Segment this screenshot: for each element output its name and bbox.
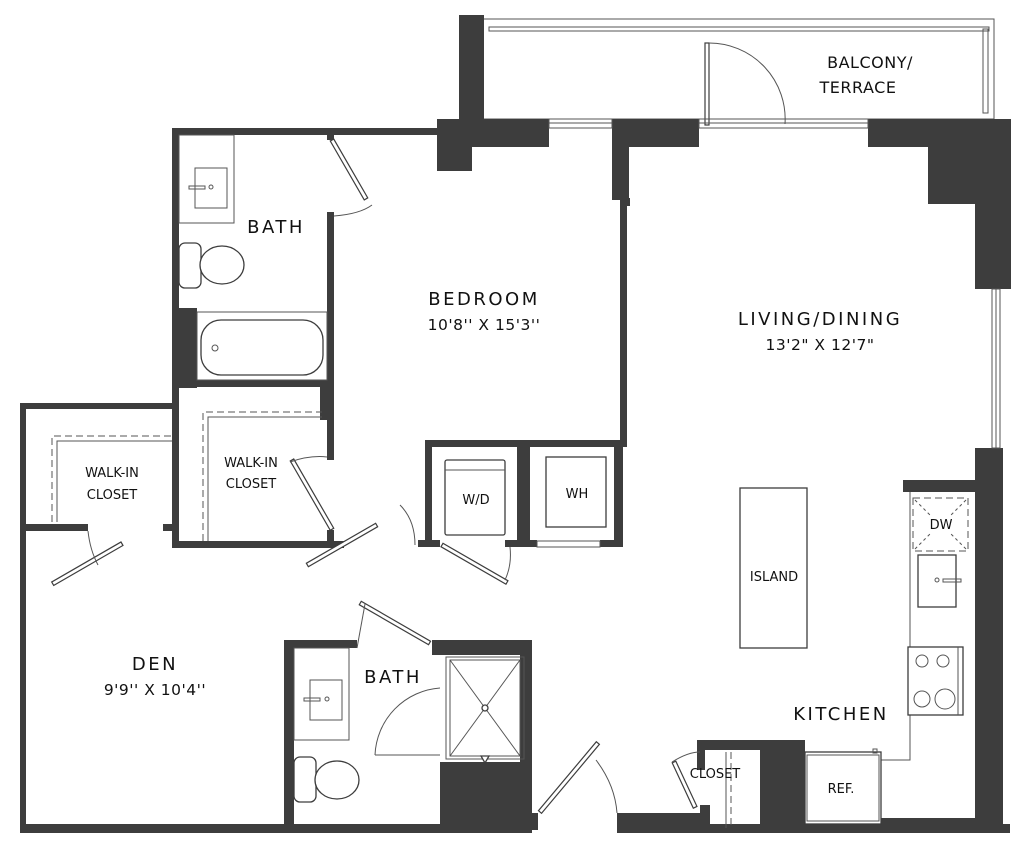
walk-in-closet-center-label-line1: WALK-IN	[224, 456, 278, 471]
refrigerator-label: REF.	[828, 782, 855, 797]
den-label: DEN	[132, 654, 178, 675]
balcony-area	[481, 18, 995, 126]
living-dining-dimensions: 13'2" X 12'7"	[766, 336, 875, 354]
kitchen-counter	[804, 492, 969, 825]
upper-bath	[178, 134, 373, 381]
den-dimensions: 9'9'' X 10'4''	[104, 681, 206, 699]
balcony-label-line2: TERRACE	[819, 78, 897, 97]
kitchen-label: KITCHEN	[793, 704, 889, 725]
bedroom-label: BEDROOM	[428, 289, 539, 310]
walk-in-closet-center-label-line2: CLOSET	[226, 477, 277, 492]
island-label: ISLAND	[750, 570, 798, 585]
closets	[50, 411, 335, 587]
utility	[305, 456, 607, 586]
water-heater-label: WH	[566, 487, 589, 502]
walk-in-closet-left-label-line1: WALK-IN	[85, 466, 139, 481]
balcony-label-line1: BALCONY/	[827, 53, 913, 72]
washer-dryer-label: W/D	[462, 493, 489, 508]
living-dining-label: LIVING/DINING	[738, 309, 902, 330]
lower-bath	[293, 600, 732, 828]
walls	[20, 15, 1011, 833]
lower-bath-label: BATH	[364, 667, 422, 688]
closet-label: CLOSET	[690, 767, 741, 782]
kitchen-island	[739, 487, 808, 649]
room-labels: BALCONY/ TERRACE BATH BEDROOM 10'8'' X 1…	[85, 53, 952, 797]
walk-in-closet-left-label-line2: CLOSET	[87, 488, 138, 503]
windows	[536, 118, 1001, 548]
dishwasher-label: DW	[930, 518, 953, 533]
upper-bath-label: BATH	[247, 217, 305, 238]
bedroom-dimensions: 10'8'' X 15'3''	[428, 316, 541, 334]
